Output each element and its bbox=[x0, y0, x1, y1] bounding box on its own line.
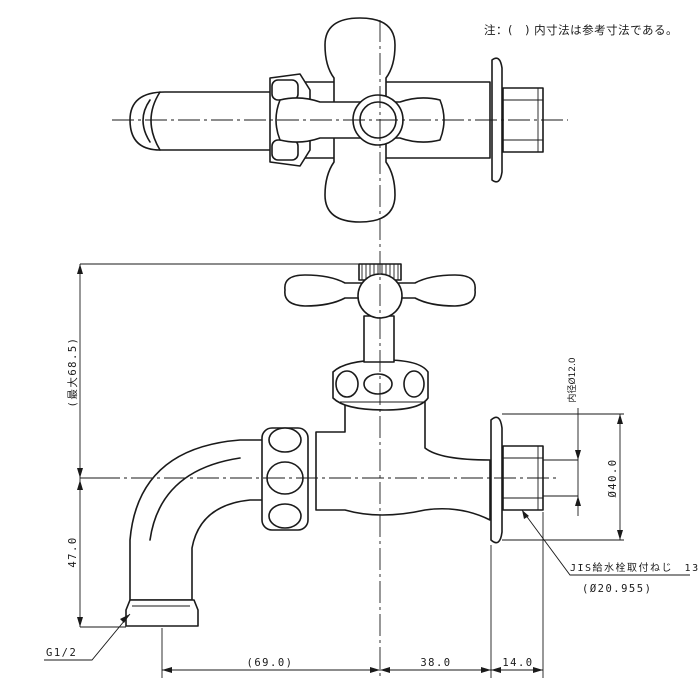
dim-max-height: (最大68.5) bbox=[66, 337, 79, 408]
side-view bbox=[98, 20, 578, 678]
dim-flange: 14.0 bbox=[502, 657, 533, 669]
top-view bbox=[112, 17, 568, 223]
dim-jis-dia: (Ø20.955) bbox=[582, 583, 652, 595]
dim-reach: (69.0) bbox=[247, 657, 294, 669]
dimension-lines bbox=[44, 263, 690, 678]
side-body bbox=[315, 401, 491, 521]
side-flange bbox=[490, 416, 503, 544]
dim-offset: 38.0 bbox=[420, 657, 451, 669]
dim-jis-thread: JIS給水栓取付ねじ 13 bbox=[570, 561, 700, 574]
side-spout bbox=[129, 439, 301, 601]
dim-outer-dia: Ø40.0 bbox=[607, 458, 619, 497]
reference-dimension-note: 注：( ) 内寸法は参考寸法である。 bbox=[484, 23, 678, 37]
dim-lower-height: 47.0 bbox=[67, 536, 79, 567]
side-stem bbox=[363, 315, 395, 363]
dim-inner-dia: 内径Ø12.0 bbox=[566, 357, 578, 402]
dim-g-thread: G1/2 bbox=[46, 647, 77, 659]
side-spout-nozzle bbox=[125, 599, 199, 627]
